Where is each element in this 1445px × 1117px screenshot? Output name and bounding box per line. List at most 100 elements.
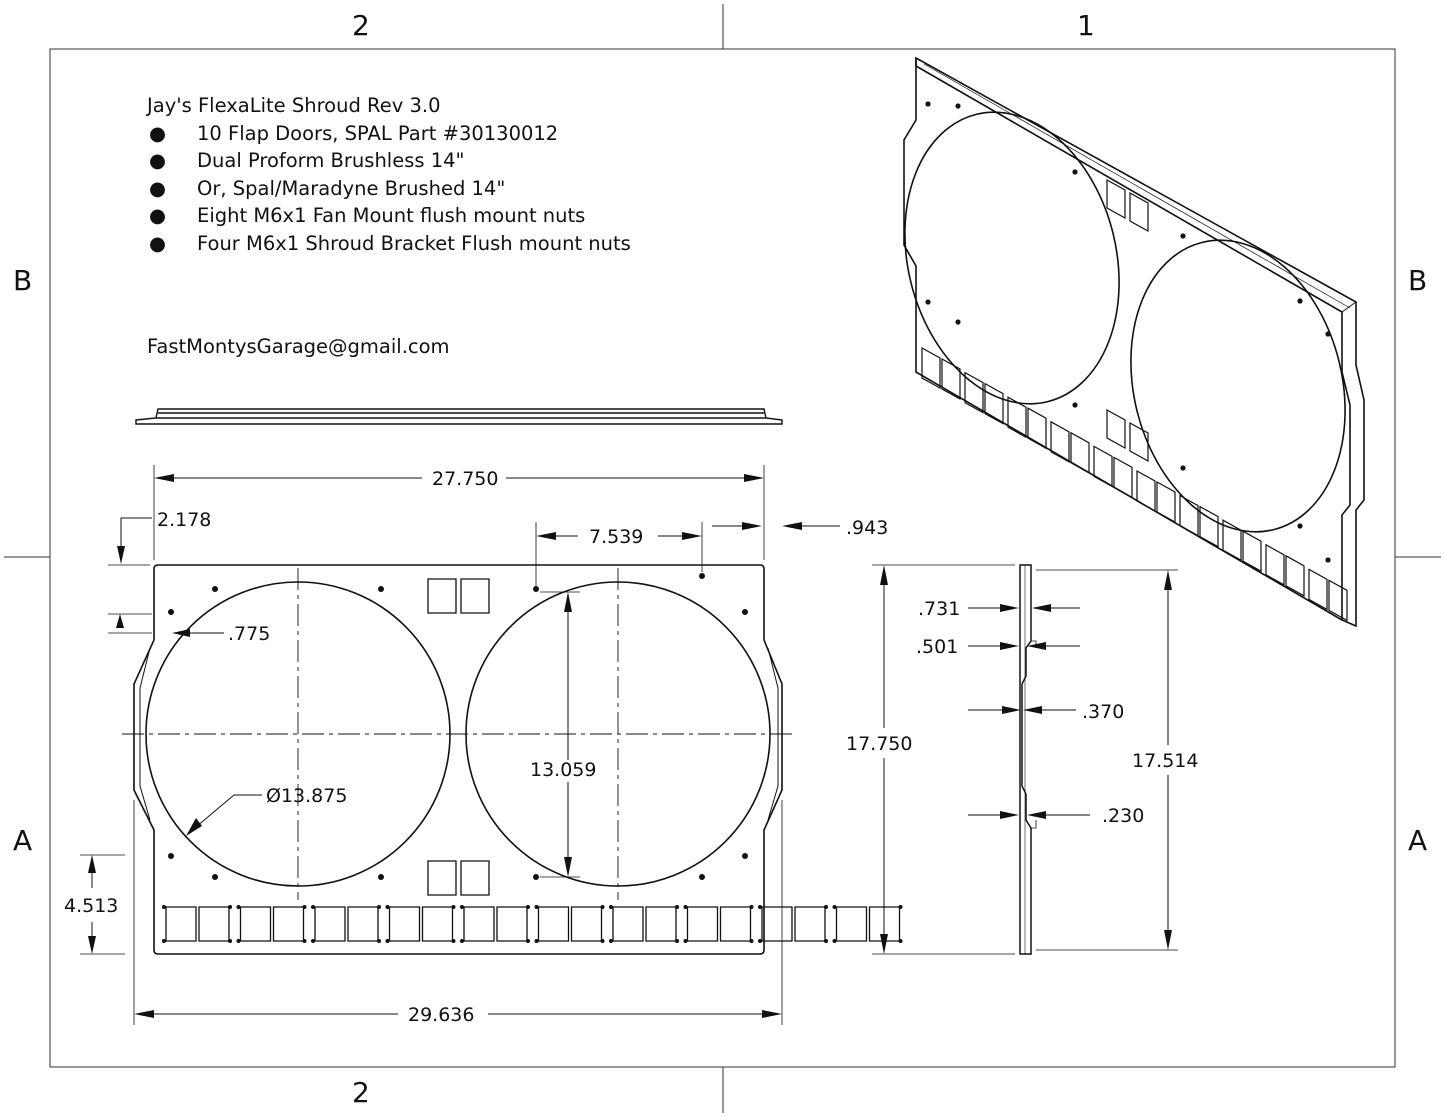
isometric-view: [875, 58, 1374, 626]
iso-flap-door: [1266, 545, 1284, 585]
dim-hole-inset: .775: [228, 623, 270, 645]
flap-door: [721, 907, 751, 941]
flap-door-rivet: [898, 905, 903, 909]
iso-flap-door: [1157, 482, 1175, 522]
bullet-icon: ●: [149, 176, 167, 200]
flap-door-rivet: [377, 905, 381, 909]
flap-door-rivet: [162, 939, 166, 943]
iso-flap-door: [1130, 423, 1148, 461]
flap-door: [646, 907, 676, 941]
flap-door: [348, 907, 378, 941]
notes-item-text: Or, Spal/Maradyne Brushed 14": [197, 176, 506, 200]
mount-hole: [699, 573, 705, 579]
flap-door: [241, 907, 271, 941]
zone-label-top-left: 2: [352, 9, 370, 42]
flap-door-rivet: [228, 905, 232, 909]
mount-hole: [533, 586, 539, 592]
flap-door: [274, 907, 304, 941]
notes-item-5: ●Four M6x1 Shroud Bracket Flush mount nu…: [147, 230, 631, 258]
dim-thickness-bottom: .230: [1102, 805, 1144, 827]
notes-item-text: Eight M6x1 Fan Mount flush mount nuts: [197, 204, 586, 227]
dim-overall-width-body: 27.750: [432, 468, 498, 490]
mount-hole: [168, 853, 174, 859]
flap-door-rivet: [302, 939, 307, 943]
flap-door-rivet: [832, 905, 837, 909]
dim-thickness-mid: .370: [1082, 701, 1124, 723]
iso-mount-hole: [1297, 298, 1303, 304]
zone-label-left-lower: A: [13, 824, 32, 857]
iso-mount-hole: [955, 319, 961, 325]
center-lines: [122, 568, 795, 900]
notes-item-3: ● Or, Spal/Maradyne Brushed 14": [147, 175, 631, 203]
flap-door: [539, 907, 569, 941]
flap-door-rivet: [377, 939, 381, 943]
flap-door-rivet: [451, 905, 456, 909]
flap-door-rivet: [236, 939, 241, 943]
iso-flap-door: [1243, 531, 1261, 571]
notes-item-text: 10 Flap Doors, SPAL Part #30130012: [197, 121, 559, 145]
iso-mount-hole: [1072, 169, 1078, 175]
bullet-icon: ●: [149, 121, 167, 145]
iso-mount-hole: [1325, 331, 1331, 337]
flap-door-rivet: [609, 905, 613, 909]
flap-door: [423, 907, 453, 941]
flap-door: [688, 907, 718, 941]
iso-fan-opening-left: [904, 111, 1120, 405]
iso-flap-door: [1180, 496, 1198, 536]
flap-door-rivet: [824, 939, 828, 943]
zone-label-top-right: 1: [1077, 9, 1095, 42]
flap-door-rivet: [526, 905, 530, 909]
iso-flap-door: [1286, 556, 1304, 596]
dim-hole-spacing: 7.539: [589, 526, 643, 548]
flap-door-rivet: [600, 939, 605, 943]
iso-mount-hole: [1297, 523, 1303, 529]
flap-door-rivet: [609, 939, 613, 943]
front-dimensions: [80, 465, 840, 1025]
iso-flap-door: [1094, 446, 1112, 486]
iso-flap-door: [1051, 422, 1069, 462]
mount-hole: [742, 853, 748, 859]
mount-hole: [699, 874, 705, 880]
flap-door-rivet: [302, 905, 307, 909]
flap-door-rivet: [460, 939, 464, 943]
zone-label-left-upper: B: [13, 264, 32, 297]
flap-door: [572, 907, 602, 941]
iso-mount-hole: [1180, 233, 1186, 239]
flap-door: [464, 907, 494, 941]
side-dimensions: [872, 565, 1178, 954]
flap-door: [166, 907, 196, 941]
iso-flap-door: [1107, 410, 1125, 448]
dim-thickness-step: .501: [916, 636, 958, 658]
dim-overall-height: 17.750: [846, 733, 912, 755]
iso-mount-hole: [925, 101, 931, 107]
iso-mount-hole: [925, 299, 931, 305]
mount-hole: [533, 874, 539, 880]
iso-mount-hole: [955, 103, 961, 109]
zone-label-bottom-left: 2: [352, 1076, 370, 1109]
flap-door-rivet: [460, 905, 464, 909]
flap-door: [613, 907, 643, 941]
dim-fan-diameter: Ø13.875: [266, 785, 347, 807]
flap-door: [837, 907, 867, 941]
mount-hole: [378, 874, 384, 880]
mount-hole: [212, 874, 218, 880]
iso-flap-door: [922, 348, 940, 388]
iso-flap-door: [1223, 520, 1241, 560]
side-view: [1020, 565, 1036, 954]
iso-flap-door: [965, 373, 983, 413]
bullet-icon: ●: [149, 231, 167, 255]
iso-flap-door: [1107, 180, 1125, 218]
flap-door-rivet: [600, 905, 605, 909]
notes-item-4: ●Eight M6x1 Fan Mount flush mount nuts: [147, 202, 631, 230]
bullet-icon: ●: [149, 149, 167, 172]
flap-door-rivet: [236, 905, 241, 909]
iso-flap-door: [942, 359, 960, 399]
flap-door: [315, 907, 345, 941]
iso-mount-hole: [1325, 557, 1331, 563]
dim-thickness-top: .731: [918, 598, 960, 620]
drawing-notes: Jay's FlexaLite Shroud Rev 3.0 ●10 Flap …: [147, 92, 631, 257]
iso-flap-door: [985, 384, 1003, 424]
iso-flap-door: [1200, 507, 1218, 547]
dim-right-tab-offset: .943: [846, 517, 888, 539]
contact-email[interactable]: FastMontysGarage@gmail.com: [147, 335, 450, 358]
